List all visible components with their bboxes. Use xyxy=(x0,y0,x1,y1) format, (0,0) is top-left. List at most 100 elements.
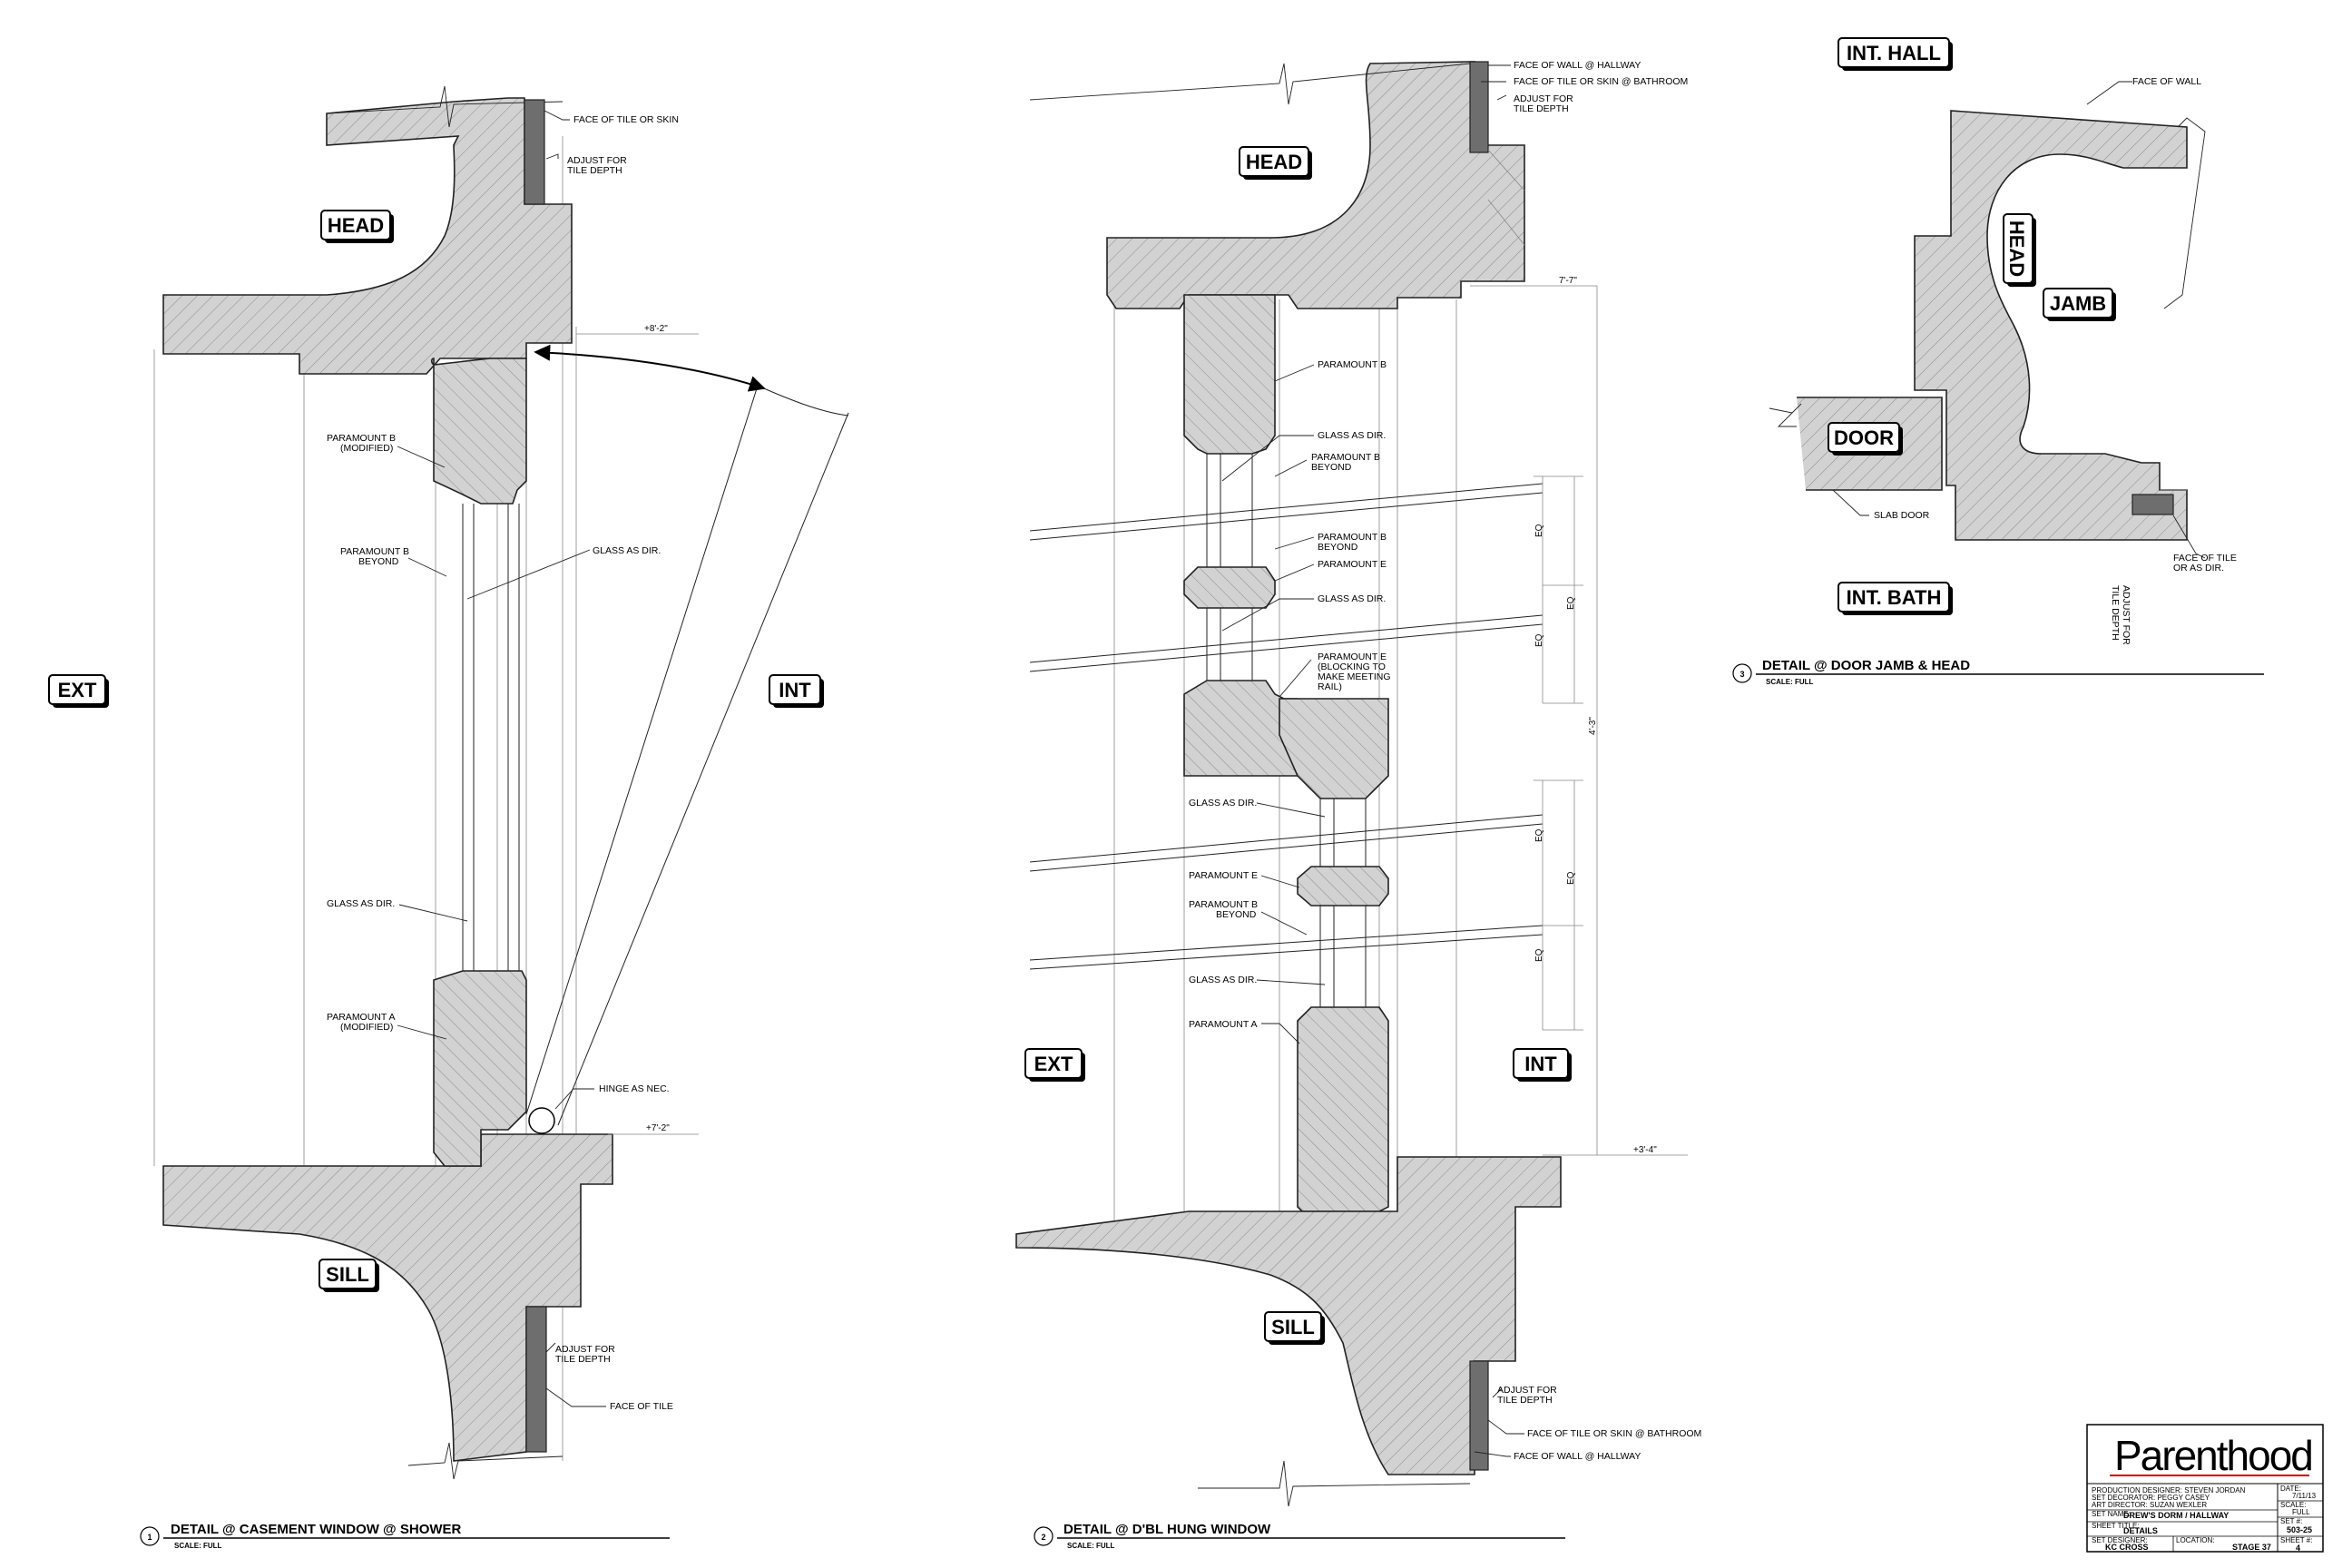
note2-glass-1: GLASS AS DIR. xyxy=(1318,430,1386,441)
svg-text:SCALE: FULL: SCALE: FULL xyxy=(1067,1542,1115,1550)
head-wall xyxy=(162,97,573,375)
note2-face-tile-bath-bot: FACE OF TILE OR SKIN @ BATHROOM xyxy=(1527,1428,1701,1439)
svg-text:INT. BATH: INT. BATH xyxy=(1847,586,1942,609)
dim2-bottom: +3'-4" xyxy=(1633,1145,1657,1155)
note3-adjust: ADJUST FOR xyxy=(2121,585,2132,645)
detail-2-title-block: 2 DETAIL @ D'BL HUNG WINDOW SCALE: FULL xyxy=(1034,1522,1565,1550)
svg-text:SET #:: SET #: xyxy=(2280,1517,2302,1525)
tag-d2-int: INT xyxy=(1513,1048,1572,1082)
sheet-title-value: DETAILS xyxy=(2123,1526,2158,1535)
note2-paramount-e-1: PARAMOUNT E xyxy=(1318,559,1387,570)
svg-text:HEAD: HEAD xyxy=(1246,151,1302,173)
svg-text:SCALE: FULL: SCALE: FULL xyxy=(1766,678,1814,686)
dim2-top: 7'-7" xyxy=(1559,276,1577,286)
note2-paramount-b: PARAMOUNT B xyxy=(1318,359,1387,370)
note2-pb-beyond-1: PARAMOUNT B xyxy=(1311,452,1380,463)
note3-face-of-wall: FACE OF WALL xyxy=(2132,76,2201,87)
svg-text:RAIL): RAIL) xyxy=(1318,681,1342,692)
svg-text:EQ: EQ xyxy=(1566,871,1576,885)
note2-pb-beyond-3: PARAMOUNT B xyxy=(1189,899,1258,910)
svg-text:EQ: EQ xyxy=(1534,948,1544,962)
sash-top-rail xyxy=(430,358,527,505)
detail-2-double-hung-window: 7'-7" EQ EQ EQ EQ EQ EQ 4'-3" +3'-4" FAC… xyxy=(1015,60,1701,1550)
svg-text:INT: INT xyxy=(1524,1053,1557,1075)
tag-d3-int-bath: INT. BATH xyxy=(1838,582,1953,615)
svg-text:JAMB: JAMB xyxy=(2050,292,2106,315)
show-logo: Parenthood xyxy=(2114,1432,2312,1479)
date-value: 7/11/13 xyxy=(2292,1492,2317,1500)
lower-sash-meeting xyxy=(1279,698,1389,799)
dim-top: +8'-2" xyxy=(644,324,668,334)
designer-value: KC CROSS xyxy=(2105,1543,2149,1552)
svg-text:EXT: EXT xyxy=(1034,1053,1073,1075)
upper-sash-mid xyxy=(1183,566,1276,609)
svg-text:EQ: EQ xyxy=(1566,596,1576,610)
detail-1-title-block: 1 DETAIL @ CASEMENT WINDOW @ SHOWER SCAL… xyxy=(140,1522,670,1550)
tag-d3-head: HEAD xyxy=(2003,213,2036,287)
jamb-wall xyxy=(1914,110,2188,541)
head-wall-2 xyxy=(1106,61,1525,309)
svg-text:EQ: EQ xyxy=(1534,828,1544,842)
scale-value: FULL xyxy=(2292,1508,2310,1516)
upper-sash-top xyxy=(1183,294,1276,455)
note2-adjust-top: ADJUST FOR xyxy=(1514,93,1573,104)
svg-text:3: 3 xyxy=(1740,670,1744,679)
note2-paramount-a: PARAMOUNT A xyxy=(1189,1019,1257,1030)
svg-text:SILL: SILL xyxy=(1271,1316,1315,1338)
detail-1-casement-window: +8'-2" +7'-2" FACE OF TILE OR SKIN ADJUS… xyxy=(48,85,849,1550)
note-adjust-top: ADJUST FOR xyxy=(567,155,627,166)
note-face-of-tile: FACE OF TILE xyxy=(610,1401,673,1412)
note-paramount-b-mod: PARAMOUNT B xyxy=(327,433,396,444)
sheet-title-block: Parenthood PRODUCTION DESIGNER: STEVEN J… xyxy=(2086,1424,2324,1553)
svg-text:DATE:: DATE: xyxy=(2280,1485,2301,1493)
svg-text:BEYOND: BEYOND xyxy=(1216,909,1257,920)
tag-d1-ext: EXT xyxy=(48,674,109,708)
sill-wall-2 xyxy=(1015,1156,1562,1475)
svg-text:DOOR: DOOR xyxy=(1834,426,1894,449)
dim2-eq-1: EQ xyxy=(1534,524,1544,537)
note-face-of-tile-or-skin: FACE OF TILE OR SKIN xyxy=(573,114,679,125)
svg-text:1: 1 xyxy=(147,1533,152,1542)
svg-text:BEYOND: BEYOND xyxy=(1311,462,1352,473)
svg-text:HEAD: HEAD xyxy=(328,214,384,237)
tile-sill xyxy=(525,1306,547,1453)
svg-text:EQ: EQ xyxy=(1534,633,1544,647)
detail-2-title: DETAIL @ D'BL HUNG WINDOW xyxy=(1063,1522,1271,1537)
sash-bottom-rail xyxy=(433,970,527,1167)
note2-paramount-e-2: PARAMOUNT E xyxy=(1189,870,1258,881)
tag-d3-jamb: JAMB xyxy=(2043,288,2116,321)
svg-text:BEYOND: BEYOND xyxy=(358,556,399,567)
svg-text:TILE DEPTH: TILE DEPTH xyxy=(555,1354,611,1365)
svg-text:(MODIFIED): (MODIFIED) xyxy=(340,443,393,454)
note2-pe-blocking: PARAMOUNT E xyxy=(1318,652,1387,662)
credit-2: SET DECORATOR: PEGGY CASEY xyxy=(2092,1494,2210,1502)
svg-text:SHEET #:: SHEET #: xyxy=(2280,1536,2312,1544)
tile-head xyxy=(524,99,545,205)
svg-text:BEYOND: BEYOND xyxy=(1318,542,1358,553)
svg-text:SILL: SILL xyxy=(326,1263,369,1286)
note2-glass-4: GLASS AS DIR. xyxy=(1189,975,1257,985)
note-glass-1: GLASS AS DIR. xyxy=(593,545,661,556)
svg-text:SCALE:: SCALE: xyxy=(2280,1501,2306,1509)
svg-text:HEAD: HEAD xyxy=(2005,220,2028,277)
note2-pb-beyond-2: PARAMOUNT B xyxy=(1318,532,1387,543)
tile-jamb xyxy=(2132,494,2174,515)
svg-text:SCALE: FULL: SCALE: FULL xyxy=(174,1542,222,1550)
svg-text:SET NAME:: SET NAME: xyxy=(2092,1510,2131,1518)
tag-d1-head: HEAD xyxy=(320,210,394,243)
svg-text:(MODIFIED): (MODIFIED) xyxy=(340,1022,393,1033)
svg-text:TILE DEPTH: TILE DEPTH xyxy=(1497,1395,1553,1406)
lower-sash-bottom xyxy=(1297,1006,1389,1212)
note2-face-tile-bath-top: FACE OF TILE OR SKIN @ BATHROOM xyxy=(1514,76,1688,87)
svg-text:INT. HALL: INT. HALL xyxy=(1847,42,1941,64)
note-glass-2: GLASS AS DIR. xyxy=(327,898,395,909)
tile-sill-2 xyxy=(1469,1360,1489,1471)
detail-3-door-jamb: FACE OF WALL SLAB DOOR FACE OF TILE OR A… xyxy=(1732,37,2264,686)
svg-text:TILE DEPTH: TILE DEPTH xyxy=(1514,103,1569,114)
dim2-mid: 4'-3" xyxy=(1588,717,1598,735)
svg-text:LOCATION:: LOCATION: xyxy=(2176,1536,2215,1544)
hinge-icon xyxy=(528,1107,555,1134)
note-adjust-bottom: ADJUST FOR xyxy=(555,1344,615,1355)
note2-glass-3: GLASS AS DIR. xyxy=(1189,798,1257,808)
tag-d2-ext: EXT xyxy=(1024,1048,1085,1082)
